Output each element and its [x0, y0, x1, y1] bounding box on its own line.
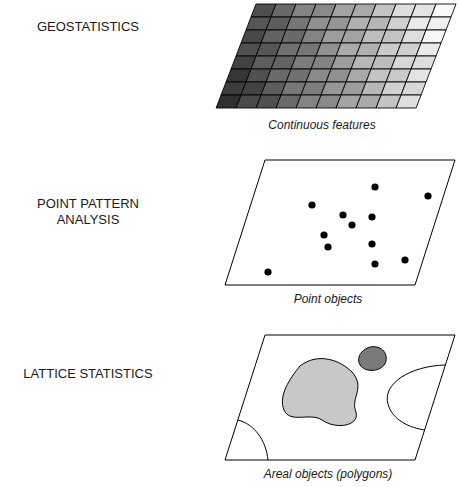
grid-cell — [406, 69, 431, 82]
raster-grid — [216, 4, 456, 108]
point-objects — [264, 183, 431, 275]
method-label: GEOSTATISTICS — [18, 19, 158, 35]
caption: Point objects — [218, 292, 438, 306]
plane — [225, 335, 455, 460]
polygon-boundary — [387, 365, 445, 430]
grid-cell — [411, 56, 436, 69]
grid-cell — [401, 82, 426, 95]
polygon-region — [359, 347, 387, 371]
method-label: LATTICE STATISTICS — [18, 366, 158, 382]
grid-cell — [426, 17, 451, 30]
caption: Areal objects (polygons) — [218, 467, 438, 481]
grid-cell — [431, 4, 456, 17]
polygon-region — [282, 359, 358, 426]
polygon-boundary — [238, 420, 268, 460]
caption: Continuous features — [212, 118, 432, 132]
plane — [225, 160, 455, 285]
grid-cell — [396, 95, 421, 108]
grid-cell — [421, 30, 446, 43]
method-label: POINT PATTERN ANALYSIS — [18, 196, 158, 228]
grid-cell — [416, 43, 441, 56]
